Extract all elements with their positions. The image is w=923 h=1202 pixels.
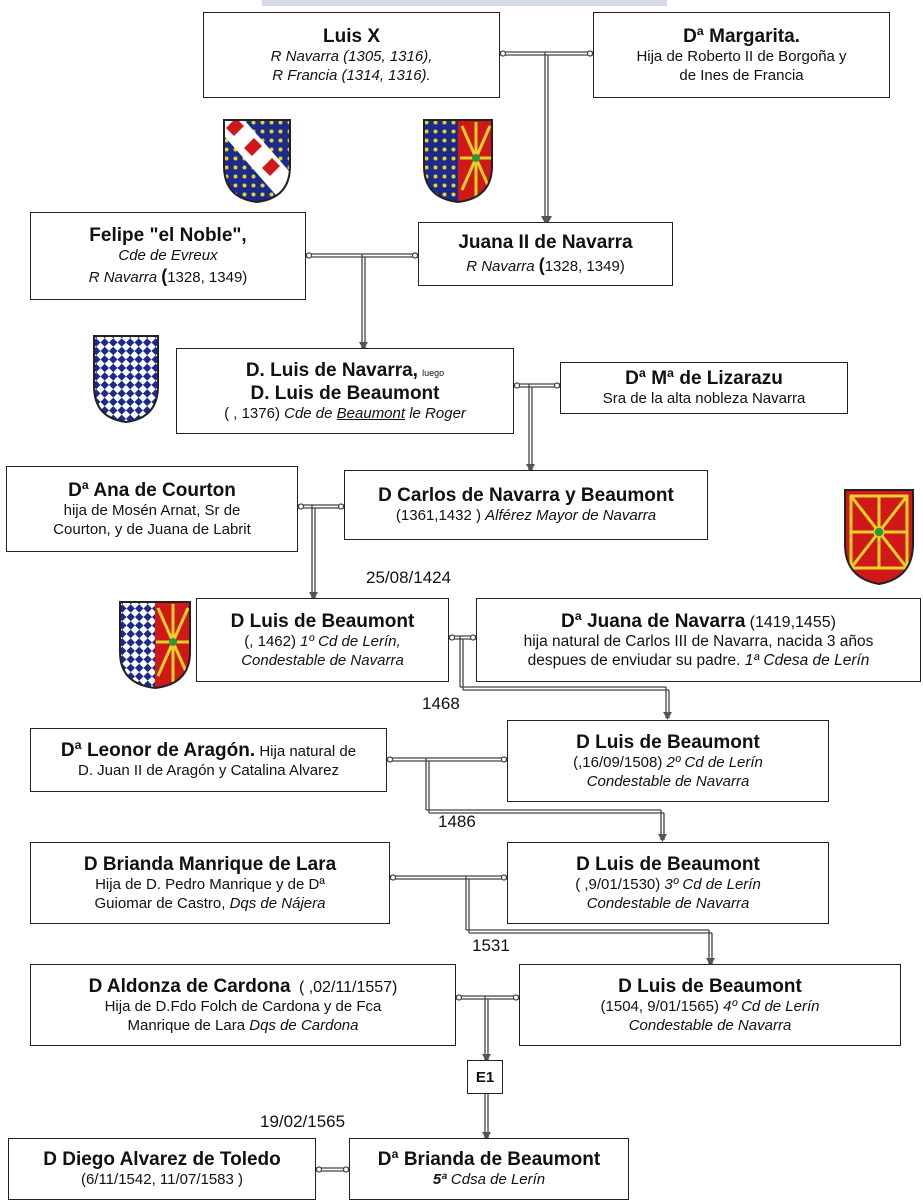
person-name: Felipe "el Noble", [89, 225, 247, 247]
person-title: 5ª Cdsa de Lerín [432, 1171, 546, 1189]
person-title: (1361,1432 ) Alférez Mayor de Navarra [395, 507, 657, 525]
person-diego: D Diego Alvarez de Toledo (6/11/1542, 11… [8, 1138, 316, 1200]
evreux-arms-icon [223, 119, 291, 204]
person-leonor: Dª Leonor de Aragón. Hija natural de D. … [30, 728, 387, 792]
person-name: D Luis de Beaumont [576, 854, 760, 876]
person-title: (, 1462) 1º Cd de Lerín, [244, 633, 401, 651]
person-name: Dª Margarita. [683, 26, 800, 48]
person-reign: R Navarra (1328, 1349) [466, 254, 625, 275]
person-title: Cde de Evreux [118, 247, 218, 265]
reference-mark: E1 [467, 1060, 503, 1094]
person-margarita: Dª Margarita. Hija de Roberto II de Borg… [593, 12, 890, 98]
person-name: D Carlos de Navarra y Beaumont [378, 485, 674, 507]
marriage-date: 1531 [472, 936, 510, 955]
person-name: D Luis de Beaumont [576, 732, 760, 754]
person-name: D Aldonza de Cardona ( ,02/11/1557) [88, 976, 398, 998]
person-brianda-manrique: D Brianda Manrique de Lara Hija de D. Pe… [30, 842, 390, 924]
person-title: R Francia (1314, 1316). [272, 66, 431, 84]
navarre-evreux-arms-icon [423, 119, 493, 204]
person-parents: D. Juan II de Aragón y Catalina Alvarez [78, 762, 339, 780]
marriage-date: 1486 [438, 812, 476, 831]
person-name: D Luis de Beaumont [618, 976, 802, 998]
person-name: D Luis de Beaumont [230, 611, 415, 633]
person-title: Condestable de Navarra [241, 651, 404, 669]
person-carlos: D Carlos de Navarra y Beaumont (1361,143… [344, 470, 708, 540]
person-parents: Hija de Roberto II de Borgoña y [636, 48, 847, 66]
person-brianda-beaumont: Dª Brianda de Beaumont 5ª Cdsa de Lerín [349, 1138, 629, 1200]
person-luis-navarra: D. Luis de Navarra, luego D. Luis de Bea… [176, 348, 514, 434]
person-title: ( , 1376) Cde de Beaumont le Roger [224, 405, 466, 423]
person-name: Luis X [322, 26, 380, 48]
person-luis-4: D Luis de Beaumont (1504, 9/01/1565) 4º … [519, 964, 901, 1046]
person-title: ( ,9/01/1530) 3º Cd de Lerín [575, 876, 761, 894]
person-name: Dª Juana de Navarra (1419,1455) [561, 610, 836, 632]
person-name: D Diego Alvarez de Toledo [43, 1149, 281, 1171]
person-aldonza: D Aldonza de Cardona ( ,02/11/1557) Hija… [30, 964, 456, 1046]
person-title: (,16/09/1508) 2º Cd de Lerín [573, 754, 763, 772]
lerin-arms-icon [119, 601, 191, 690]
person-parents: hija natural de Carlos III de Navarra, n… [523, 632, 874, 650]
person-name-alt: D. Luis de Beaumont [250, 382, 440, 404]
marriage-date: 1468 [422, 694, 460, 713]
person-parents: Hija de D. Pedro Manrique y de Dª [95, 876, 325, 894]
beaumont-arms-icon [93, 335, 159, 424]
person-luis-2: D Luis de Beaumont (,16/09/1508) 2º Cd d… [507, 720, 829, 802]
person-felipe: Felipe "el Noble", Cde de Evreux R Navar… [30, 212, 306, 300]
top-band [262, 0, 667, 6]
person-lizarazu: Dª Mª de Lizarazu Sra de la alta nobleza… [560, 362, 848, 414]
person-title: (6/11/1542, 11/07/1583 ) [80, 1171, 244, 1189]
person-reign: R Navarra (1328, 1349) [88, 265, 248, 286]
person-name: Dª Brianda de Beaumont [377, 1149, 601, 1171]
person-parents: Hija de D.Fdo Folch de Cardona y de Fca [104, 998, 382, 1016]
person-name: Dª Ana de Courton [68, 480, 236, 502]
person-title: (1504, 9/01/1565) 4º Cd de Lerín [600, 998, 820, 1016]
person-luis-x: Luis X R Navarra (1305, 1316), R Francia… [203, 12, 500, 98]
marriage-date: 19/02/1565 [260, 1112, 346, 1131]
person-name: D. Luis de Navarra, luego [245, 359, 445, 381]
marriage-date: 25/08/1424 [366, 568, 452, 587]
person-parents: Manrique de Lara Dqs de Cardona [127, 1016, 359, 1034]
person-name: Dª Mª de Lizarazu [625, 368, 783, 390]
person-parents: hija de Mosén Arnat, Sr de [63, 502, 241, 520]
person-title: despues de enviudar su padre. 1ª Cdesa d… [527, 651, 870, 669]
person-name: Juana II de Navarra [458, 232, 633, 254]
person-parents: Courton, y de Juana de Labrit [53, 520, 251, 538]
person-name: Dª Leonor de Aragón. Hija natural de [60, 740, 357, 762]
person-luis-1: D Luis de Beaumont (, 1462) 1º Cd de Ler… [196, 598, 449, 682]
person-juana-navarra: Dª Juana de Navarra (1419,1455) hija nat… [476, 598, 921, 682]
person-juana-ii: Juana II de Navarra R Navarra (1328, 134… [418, 222, 673, 286]
person-parents: de Ines de Francia [679, 66, 804, 84]
person-title: Condestable de Navarra [586, 894, 750, 912]
person-parents: Guiomar de Castro, Dqs de Nájera [94, 894, 326, 912]
person-title: Condestable de Navarra [628, 1016, 792, 1034]
navarre-arms-icon [844, 489, 914, 586]
person-ana-courton: Dª Ana de Courton hija de Mosén Arnat, S… [6, 466, 298, 552]
person-title: Sra de la alta nobleza Navarra [602, 390, 806, 408]
person-luis-3: D Luis de Beaumont ( ,9/01/1530) 3º Cd d… [507, 842, 829, 924]
person-title: Condestable de Navarra [586, 772, 750, 790]
person-title: R Navarra (1305, 1316), [270, 48, 433, 66]
person-name: D Brianda Manrique de Lara [83, 854, 337, 876]
